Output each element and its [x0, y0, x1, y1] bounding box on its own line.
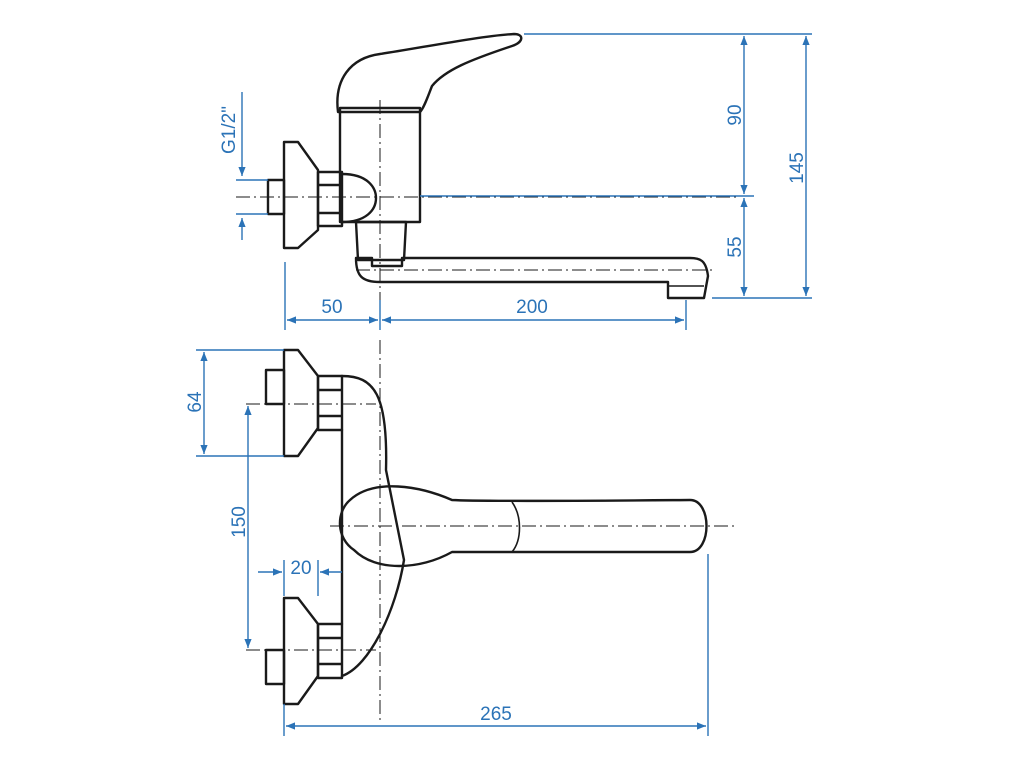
dim-label-265: 265 [480, 704, 512, 725]
side-lever-handle [336, 32, 523, 114]
top-lower-flange [282, 596, 320, 706]
top-body [340, 374, 406, 678]
dim-label-20: 20 [290, 558, 311, 579]
dim-label-64: 64 [185, 391, 206, 413]
top-lower-nut [316, 622, 344, 680]
side-swivel-collar [354, 220, 408, 262]
dim-label-200: 200 [516, 297, 548, 318]
side-body [338, 106, 422, 224]
side-inlet-stub [266, 178, 286, 216]
side-spout [354, 256, 710, 300]
top-lever-handle [338, 485, 708, 568]
top-view-dimensions: 64 150 20 265 [185, 349, 709, 736]
side-view [236, 32, 740, 300]
dim-label-145: 145 [787, 152, 808, 184]
side-hex-nut [316, 170, 344, 228]
top-view [246, 340, 738, 720]
dim-label-150: 150 [229, 506, 250, 538]
top-upper-nut [316, 374, 344, 432]
dim-label-50: 50 [321, 297, 342, 318]
dim-label-thread: G1/2" [219, 106, 240, 154]
dim-label-55: 55 [725, 236, 746, 257]
side-view-dimensions: 90 55 145 G1/2" 50 200 [219, 33, 812, 330]
top-upper-inlet [264, 368, 286, 406]
top-lower-inlet [264, 648, 286, 686]
dim-label-90: 90 [725, 104, 746, 125]
side-connector [340, 172, 378, 224]
side-wall-flange [282, 140, 320, 250]
top-upper-flange [282, 348, 320, 458]
